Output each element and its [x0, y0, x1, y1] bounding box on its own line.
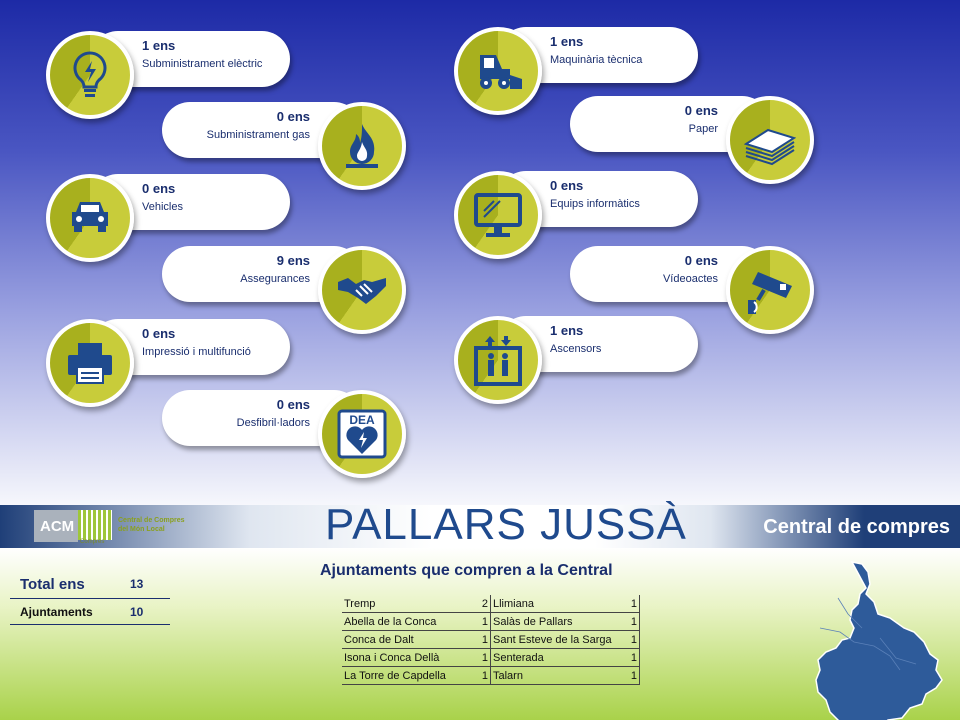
region-title: PALLARS JUSSÀ	[325, 500, 687, 549]
municipality-name: Isona i Conca Dellà	[342, 648, 474, 667]
defibrillator-icon: DEA	[318, 390, 406, 478]
category-count: 0 ens	[142, 326, 176, 341]
municipality-name: Salàs de Pallars	[490, 612, 623, 631]
ajuntaments-value: 10	[130, 604, 144, 619]
category-label: Assegurances	[240, 273, 310, 285]
municipality-count: 2	[474, 595, 491, 613]
ajuntaments-title: Ajuntaments que compren a la Central	[320, 562, 613, 579]
defibrillator-label: DEA	[349, 413, 375, 427]
lightbulb-icon	[46, 31, 134, 119]
region-map	[815, 560, 943, 720]
category-count: 0 ens	[684, 103, 718, 118]
logo-caption-1: Central de Compres	[118, 517, 185, 524]
municipality-count: 1	[623, 630, 640, 649]
municipality-name: La Torre de Capdella	[342, 666, 474, 685]
municipality-name: Abella de la Conca	[342, 612, 474, 631]
municipality-name: Llimiana	[490, 595, 623, 613]
municipality-count: 1	[623, 648, 640, 667]
car-icon	[46, 174, 134, 262]
header-band	[0, 505, 960, 548]
category-label: Vídeoactes	[662, 273, 718, 285]
monitor-icon	[454, 171, 542, 259]
handshake-icon	[318, 246, 406, 334]
category-count: 0 ens	[550, 178, 584, 193]
municipality-count: 1	[474, 666, 491, 685]
category-label: Impressió i multifunció	[142, 346, 251, 358]
category-label: Equips informàtics	[550, 198, 640, 210]
printer-icon	[46, 319, 134, 407]
logo-box	[34, 510, 78, 542]
municipality-name: Talarn	[490, 666, 623, 685]
total-value: 13	[130, 577, 144, 591]
municipality-count: 1	[474, 648, 491, 667]
municipality-name: Sant Esteve de la Sarga	[490, 630, 623, 649]
municipality-count: 1	[623, 612, 640, 631]
municipality-count: 1	[623, 595, 640, 613]
municipality-name: Tremp	[342, 595, 474, 613]
category-label: Subministrament elèctric	[142, 58, 263, 70]
gas-flame-icon	[318, 102, 406, 190]
elevator-icon	[454, 316, 542, 404]
category-label: Subministrament gas	[206, 129, 310, 141]
logo-barcode	[78, 510, 112, 540]
totals-table: Total ens 13 Ajuntaments 10	[10, 570, 170, 625]
municipality-count: 1	[623, 666, 640, 685]
category-label: Ascensors	[550, 343, 602, 355]
municipality-count: 1	[474, 612, 491, 631]
municipality-count: 1	[474, 630, 491, 649]
acm-logo: ACM Compres Central de Compres del Món L…	[30, 508, 190, 546]
municipality-name: Senterada	[490, 648, 623, 667]
logo-text: ACM	[40, 518, 75, 535]
category-count: 0 ens	[684, 253, 718, 268]
category-count: 9 ens	[276, 253, 310, 268]
total-label: Total ens	[20, 575, 85, 593]
category-count: 0 ens	[276, 109, 310, 124]
category-count: 1 ens	[550, 34, 584, 49]
logo-caption-2: del Món Local	[118, 526, 165, 533]
paper-stack-icon	[726, 96, 814, 184]
ajuntaments-row: Ajuntaments 10	[10, 599, 170, 625]
municipality-name: Conca de Dalt	[342, 630, 474, 649]
logo-sub: Compres	[80, 539, 105, 545]
central-title: Central de compres	[763, 516, 950, 538]
category-label: Vehicles	[142, 201, 183, 213]
category-label: Paper	[688, 123, 718, 135]
category-count: 0 ens	[276, 397, 310, 412]
category-label: Desfibril·ladors	[236, 417, 310, 429]
video-camera-icon	[726, 246, 814, 334]
ajuntaments-label: Ajuntaments	[20, 604, 93, 619]
category-count: 1 ens	[550, 323, 584, 338]
category-count: 0 ens	[142, 181, 176, 196]
category-count: 1 ens	[142, 38, 176, 53]
category-label: Maquinària tècnica	[550, 54, 643, 66]
total-row: Total ens 13	[10, 570, 170, 599]
skid-loader-icon	[454, 27, 542, 115]
